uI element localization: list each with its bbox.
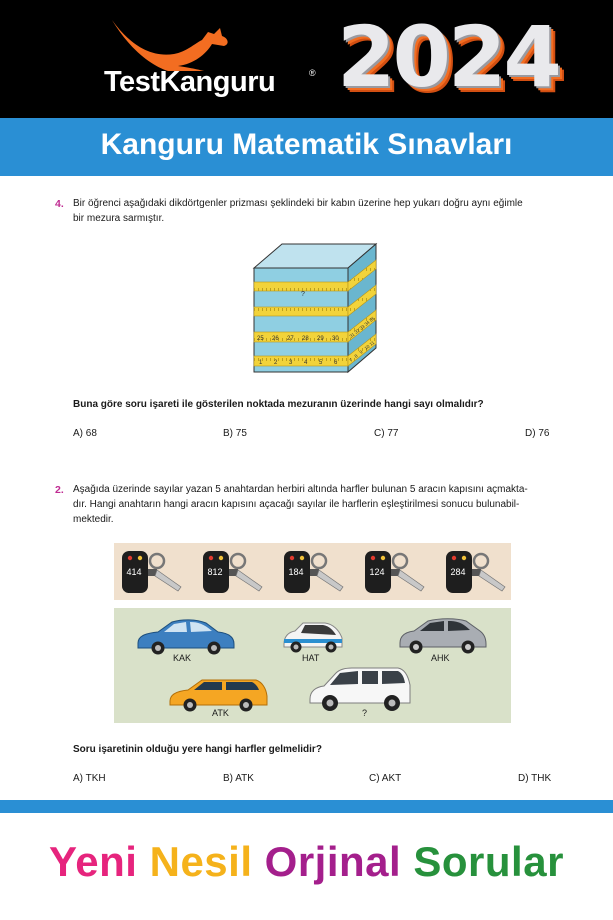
car-label: ATK — [212, 708, 229, 718]
slogan: Yeni Nesil Orjinal Sorular — [0, 838, 613, 886]
car-key-icon — [284, 551, 344, 593]
key-number: 284 — [450, 567, 466, 577]
car-label-unknown: ? — [362, 708, 368, 718]
car-label: HAT — [302, 653, 320, 663]
option-b[interactable]: B) 75 — [223, 428, 247, 439]
question-text: Aşağıda üzerinde sayılar yazan 5 anahtar… — [73, 482, 563, 527]
tape-number: 26 — [272, 336, 279, 342]
tape-side-number: 8 — [354, 353, 359, 359]
car-label: AHK — [431, 653, 450, 663]
key-number: 812 — [207, 567, 223, 577]
yellow-wagon-icon — [169, 679, 268, 712]
tape-number: 4 — [304, 360, 308, 366]
tape-number: 1 — [259, 360, 263, 366]
option-a[interactable]: A) 68 — [73, 428, 97, 439]
tape-side-number: 31 — [349, 331, 356, 338]
tape-number: 30 — [332, 336, 339, 342]
tape-side-number: 35 — [369, 315, 376, 322]
car-key-icon — [203, 551, 263, 593]
question-line: Bir öğrenci aşağıdaki dikdörtgenler priz… — [73, 198, 523, 209]
slogan-word: Nesil — [149, 838, 253, 885]
tape-number: 29 — [317, 336, 324, 342]
title-banner — [0, 118, 613, 176]
question-number: 2. — [55, 484, 64, 496]
car-label: KAK — [173, 653, 192, 663]
key-number: 184 — [288, 567, 304, 577]
option-c[interactable]: C) AKT — [369, 773, 402, 784]
slogan-word: Sorular — [413, 838, 564, 885]
car-key: 812 — [201, 549, 267, 600]
tape-side-number: 10 — [364, 343, 371, 350]
car-key: 284 — [444, 549, 510, 600]
header: TestKanguru ® 2024 — [0, 0, 613, 118]
tape-number: 5 — [319, 360, 323, 366]
tape-number: 3 — [289, 360, 293, 366]
car-key-icon — [365, 551, 425, 593]
tape-side-number: 9 — [359, 349, 364, 355]
car-key: 414 — [120, 549, 186, 600]
slogan-word: Yeni — [49, 838, 138, 885]
tape-side-number: 7 — [349, 357, 354, 363]
silver-hatchback-icon — [399, 618, 487, 654]
white-city-car-icon — [283, 622, 343, 653]
option-c[interactable]: C) 77 — [374, 428, 399, 439]
registered-mark: ® — [309, 68, 316, 78]
banner-title: Kanguru Matematik Sınavları — [100, 128, 513, 161]
footer-rule — [0, 800, 613, 813]
year-badge: 2024 — [337, 8, 562, 106]
tape-number: 6 — [334, 360, 338, 366]
key-number: 414 — [126, 567, 142, 577]
car-key: 184 — [282, 549, 348, 600]
tape-side-number: 32 — [354, 327, 361, 334]
tape-number: 2 — [274, 360, 278, 366]
key-number: 124 — [369, 567, 385, 577]
tape-number: 27 — [287, 336, 294, 342]
question-mark-label: ? — [301, 291, 305, 298]
question-number: 4. — [55, 198, 64, 210]
slogan-word: Orjinal — [264, 838, 402, 885]
option-a[interactable]: A) TKH — [73, 773, 106, 784]
question-line: dır. Hangi anahtarın hangi aracın kapısı… — [73, 499, 520, 510]
option-d[interactable]: D) 76 — [525, 428, 550, 439]
car-key-icon — [446, 551, 506, 593]
tape-side-number: 11 — [369, 340, 376, 347]
question-prompt: Buna göre soru işareti ile gösterilen no… — [73, 399, 484, 410]
option-d[interactable]: D) THK — [518, 773, 552, 784]
kangaroo-logo-icon — [112, 20, 228, 71]
brand-logo-text: TestKanguru — [104, 66, 276, 98]
car-key-icon — [122, 551, 182, 593]
car-key: 124 — [363, 549, 429, 600]
prism-tape-figure: ? 25 26 27 28 29 30 1 2 3 4 5 6 7 8 9 10… — [252, 242, 378, 374]
tape-number: 28 — [302, 336, 309, 342]
question-text: Bir öğrenci aşağıdaki dikdörtgenler priz… — [73, 196, 563, 226]
tape-side-number: 34 — [364, 319, 371, 326]
tape-side-number: 33 — [359, 323, 366, 330]
question-prompt: Soru işaretinin olduğu yere hangi harfle… — [73, 744, 322, 755]
question-line: Aşağıda üzerinde sayılar yazan 5 anahtar… — [73, 484, 528, 495]
blue-sedan-icon — [137, 619, 235, 655]
question-line: mektedir. — [73, 514, 114, 525]
question-line: bir mezura sarmıştır. — [73, 213, 165, 224]
white-suv-icon — [309, 667, 411, 711]
option-b[interactable]: B) ATK — [223, 773, 254, 784]
tape-number: 25 — [257, 336, 264, 342]
